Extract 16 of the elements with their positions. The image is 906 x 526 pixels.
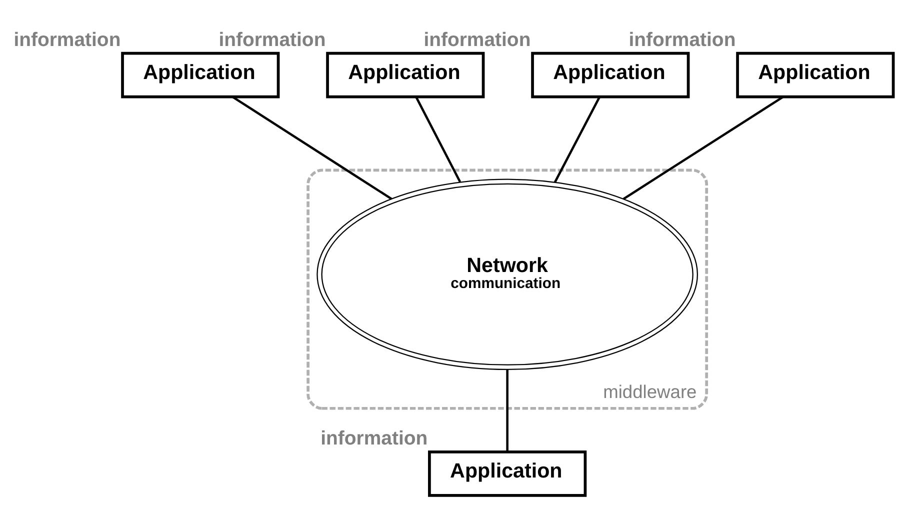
node-box: Application (530, 51, 690, 98)
node-label: information (218, 28, 326, 51)
node-ellipse: Network communication (316, 178, 698, 370)
node-box: Application (326, 51, 484, 98)
node-label: information (628, 28, 736, 51)
connector (414, 96, 461, 182)
node-box: Application (120, 51, 280, 98)
connector (622, 95, 784, 200)
node-label: information (423, 28, 530, 51)
node-label: information (320, 427, 428, 450)
node-box: Application (428, 450, 586, 496)
connector (506, 369, 508, 452)
node-label: information (13, 28, 120, 51)
connector (553, 96, 600, 182)
node-box: Application (736, 51, 894, 98)
connector (232, 96, 392, 200)
